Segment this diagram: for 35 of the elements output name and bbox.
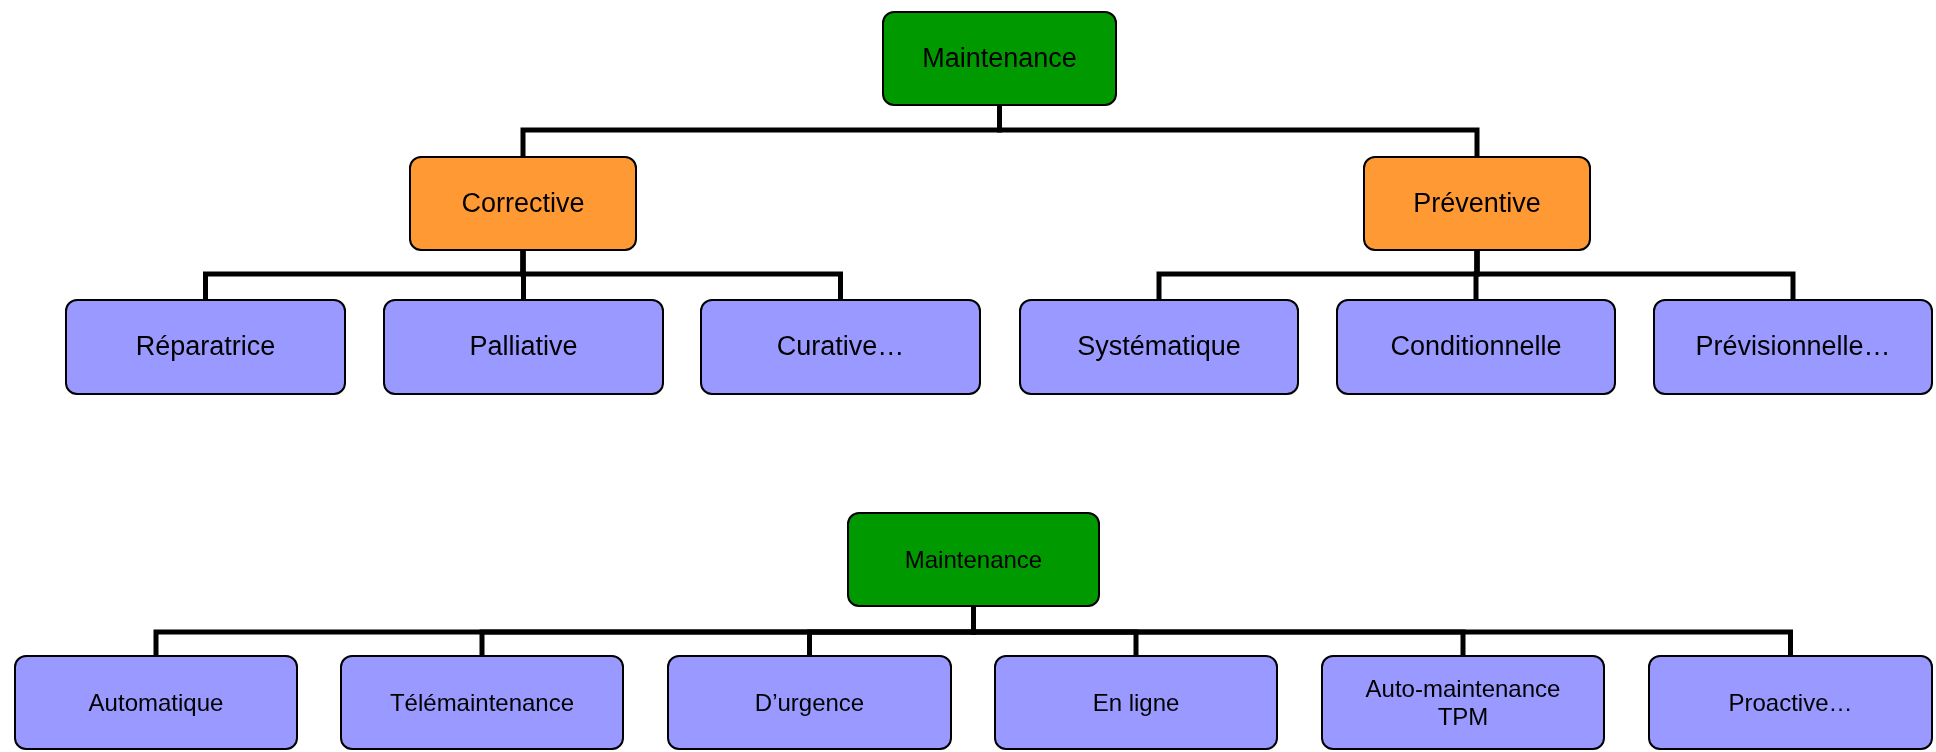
process-box: [847, 512, 1100, 607]
node-label: Curative…: [776, 331, 905, 363]
process-box: [1363, 156, 1591, 251]
category-box: [1653, 299, 1933, 395]
category-box: [994, 655, 1278, 750]
node-label: Conditionnelle: [1390, 331, 1562, 363]
node-label: Prévisionnelle…: [1695, 331, 1891, 363]
node-label: Préventive: [1413, 187, 1541, 219]
process-box: [409, 156, 637, 251]
node-label: Proactive…: [1728, 688, 1853, 717]
category-box: [14, 655, 298, 750]
category-box: [1321, 655, 1605, 750]
category-box: [700, 299, 981, 395]
node-label: Palliative: [469, 331, 578, 363]
category-box: [1648, 655, 1933, 750]
process-box: [882, 11, 1117, 106]
category-box: [383, 299, 664, 395]
connector-line: [1474, 251, 1796, 299]
category-box: [1336, 299, 1616, 395]
category-box: [667, 655, 952, 750]
node-label: En ligne: [1092, 688, 1180, 717]
node-label: Systématique: [1077, 331, 1241, 363]
node-label: Télémaintenance: [389, 688, 575, 717]
node-label: Automatique: [88, 688, 224, 717]
connector-line: [997, 106, 1480, 156]
category-box: [65, 299, 346, 395]
connector-line: [520, 251, 843, 299]
node-label: Corrective: [461, 187, 585, 219]
category-box: [1019, 299, 1299, 395]
category-box: [340, 655, 624, 750]
node-label: Réparatrice: [135, 331, 276, 363]
node-label: D’urgence: [754, 688, 865, 717]
node-label: Maintenance: [904, 545, 1043, 574]
node-label: Auto-maintenance TPM: [1364, 674, 1562, 731]
node-label: Maintenance: [922, 42, 1077, 74]
